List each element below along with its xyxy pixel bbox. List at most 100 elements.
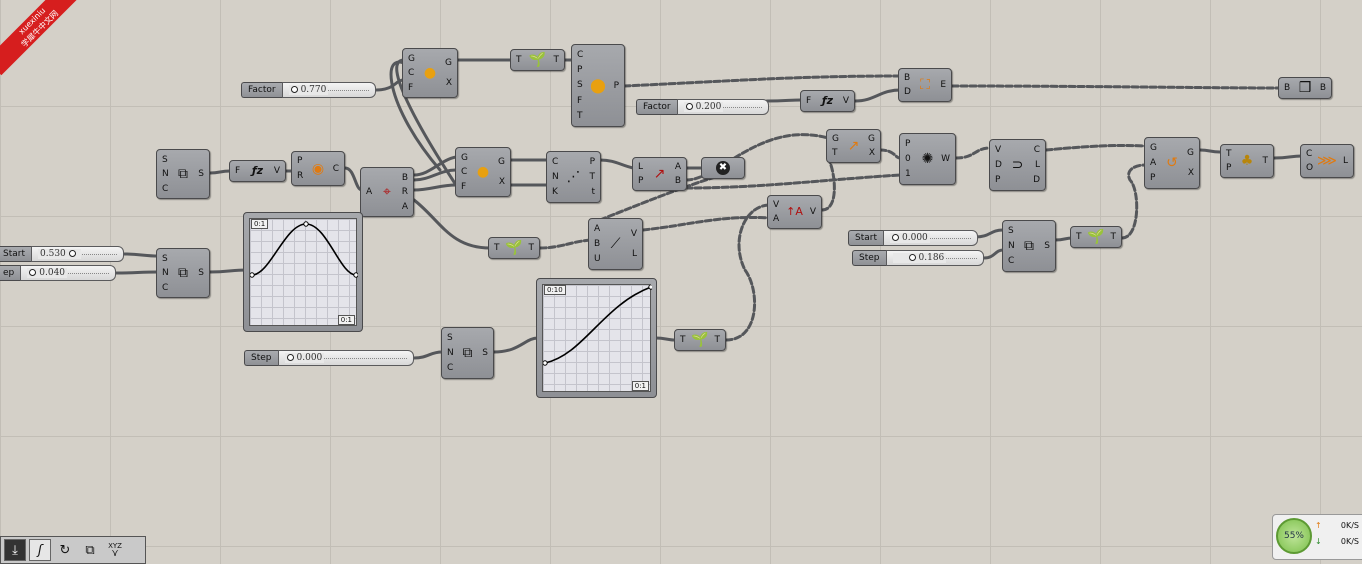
axis-icon: ⋎ [111, 548, 119, 559]
series-icon: ⧉ [462, 345, 473, 361]
slider-knob[interactable] [685, 103, 693, 110]
deconstruct-plane-icon: ⌖ [383, 184, 391, 200]
download-rate: ↓ 0K/S [1315, 537, 1359, 546]
upload-value: 0K/S [1340, 521, 1359, 530]
start-slider-1[interactable]: Start 0.530 [0, 246, 124, 262]
xyz-label: XYZ [108, 542, 122, 550]
tree-branch-node-1[interactable]: T 🌱 T [510, 49, 565, 71]
series-icon: ⧉ [178, 166, 188, 182]
scale-icon: ● [423, 65, 437, 81]
graph-mapper-sshape[interactable]: 0:10 0:1 [536, 278, 657, 398]
slider-knob[interactable] [908, 254, 916, 261]
slider-label: ep [0, 265, 21, 281]
evaluate-length-icon: ↗ [653, 166, 666, 182]
up-arrow-icon: ↑ [1315, 521, 1322, 530]
orient-icon: ↺ [1166, 155, 1178, 171]
offset-icon: ⊃ [1011, 157, 1024, 173]
tree-branch-icon: 🌱 [528, 52, 547, 68]
divide-curve-icon: ⋰ [566, 169, 581, 185]
curve-preview-button[interactable]: ʃ [29, 539, 51, 561]
slider-track[interactable]: 0.000 [277, 350, 414, 366]
slider-value: 0.200 [695, 102, 722, 112]
graph-bottom-tag: 0:1 [631, 381, 649, 391]
slider-label: Step [244, 350, 278, 366]
tree-branch-icon: 🌱 [691, 332, 709, 348]
slider-knob[interactable] [290, 86, 298, 93]
remove-icon: ✖ [716, 161, 730, 175]
brep-icon: ❒ [1298, 80, 1312, 96]
tree-branch-icon: 🌱 [1087, 229, 1105, 245]
graph-plot[interactable] [249, 218, 358, 326]
slider-value: 0.040 [39, 268, 66, 278]
slider-track[interactable]: 0.200 [676, 99, 769, 115]
integral-icon: ʃ [37, 542, 43, 558]
slider-track[interactable]: 0.186 [885, 250, 984, 266]
slider-track[interactable]: 0.000 [883, 230, 978, 246]
sweep-icon: ⬤ [590, 77, 606, 94]
graph-plot[interactable] [542, 284, 652, 392]
tree-branch-node-3[interactable]: T 🌱 T [674, 329, 726, 351]
slider-knob[interactable] [286, 354, 294, 361]
pipe-icon: ⋙ [1317, 153, 1337, 169]
brep-node[interactable]: B ❒ B [1278, 77, 1332, 99]
bake-button[interactable]: ⤓ [4, 539, 26, 561]
expression-node-2[interactable]: F ƒz V [800, 90, 855, 112]
step-slider-2[interactable]: Step 0.000 [244, 350, 414, 366]
start-slider-2[interactable]: Start 0.000 [848, 230, 978, 246]
step-slider-3[interactable]: Step 0.186 [852, 250, 984, 266]
expression-icon: ƒz [251, 164, 264, 177]
graph-mapper-icon [543, 285, 652, 366]
graph-bottom-tag: 0:1 [337, 315, 355, 325]
slider-label: Step [852, 250, 886, 266]
xyz-button[interactable]: XYZ ⋎ [104, 539, 126, 561]
slider-value: 0.186 [918, 253, 945, 263]
slider-knob[interactable] [892, 234, 899, 241]
slider-track[interactable]: 0.530 [31, 246, 124, 262]
scale-icon: ● [476, 164, 490, 180]
rotate-button[interactable]: ↻ [54, 539, 76, 561]
slider-track[interactable]: 0.770 [281, 82, 376, 98]
line-icon: ⟋ [610, 236, 621, 252]
evaluate-surface-icon: ✺ [921, 151, 934, 167]
slider-track[interactable]: 0.040 [20, 265, 116, 281]
factor-slider-1[interactable]: Factor 0.770 [241, 82, 376, 98]
slider-value: 0.000 [296, 353, 323, 363]
copy-button[interactable]: ⧉ [79, 539, 101, 561]
graph-mapper-bell[interactable]: 0:1 0:1 [243, 212, 363, 332]
remove-node[interactable]: ✖ [701, 157, 745, 179]
factor-slider-2[interactable]: Factor 0.200 [636, 99, 769, 115]
expression-node-1[interactable]: F ƒz V [229, 160, 286, 182]
tree-branch-icon: 🌱 [505, 240, 523, 256]
slider-label: Start [848, 230, 883, 246]
graph-top-tag: 0:10 [544, 285, 566, 295]
slider-knob[interactable] [68, 250, 76, 257]
cpu-usage-badge: 55% [1276, 518, 1312, 554]
series-icon: ⧉ [178, 265, 188, 281]
tree-branch-node-4[interactable]: T 🌱 T [1070, 226, 1122, 248]
move-icon: ↗ [847, 138, 860, 154]
step-slider-1[interactable]: ep 0.040 [0, 265, 116, 281]
tree-branch-node-2[interactable]: T 🌱 T [488, 237, 540, 259]
down-arrow-icon: ↓ [1315, 537, 1322, 546]
slider-knob[interactable] [29, 269, 37, 276]
